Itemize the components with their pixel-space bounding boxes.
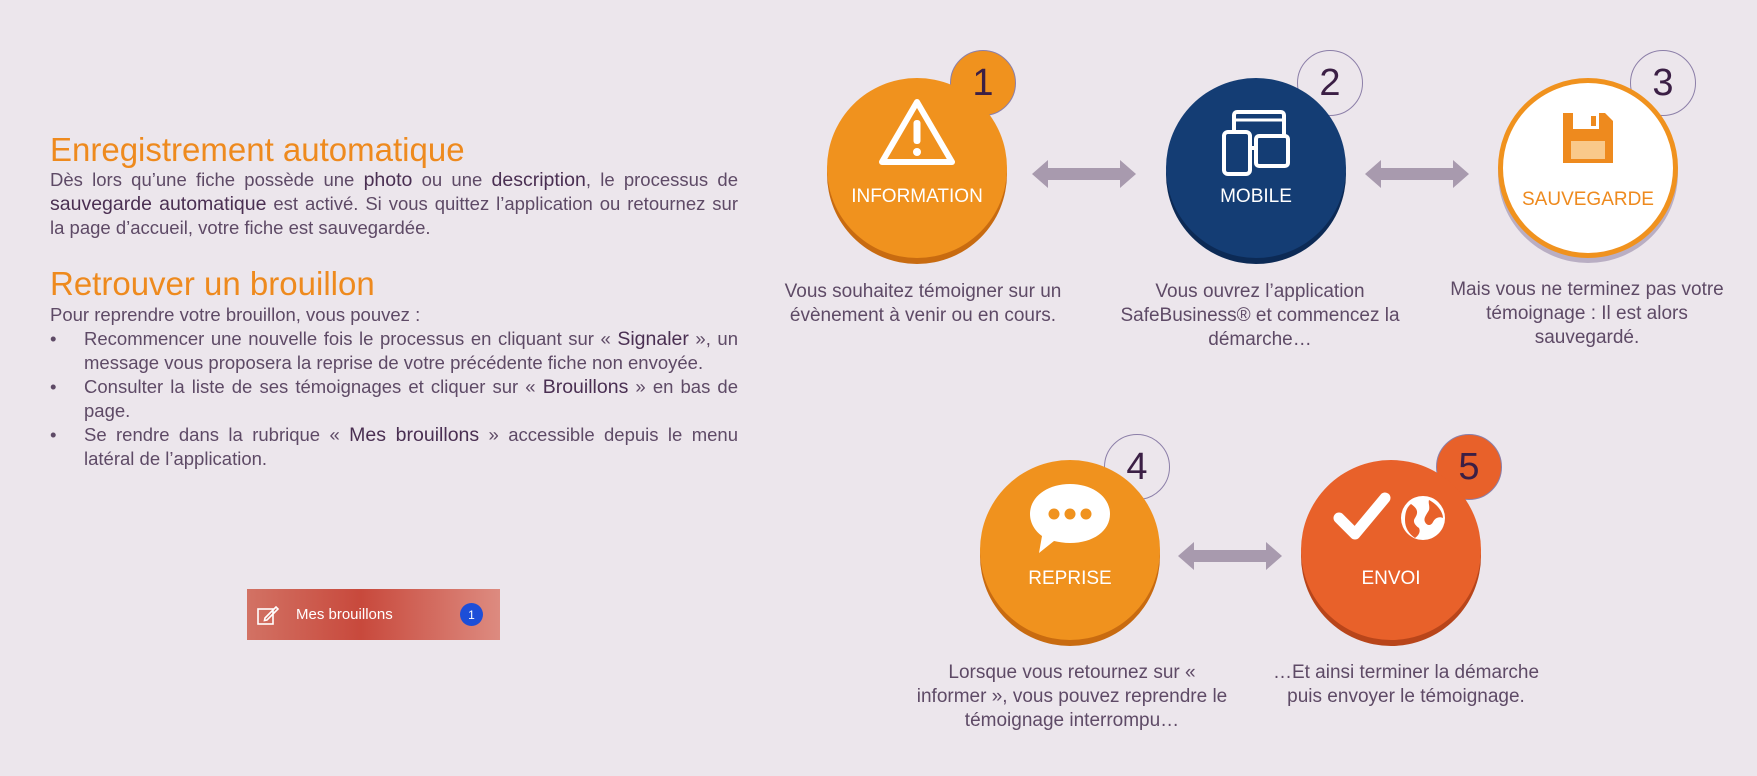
arrow-2-3 <box>1365 160 1469 188</box>
step-1-label: INFORMATION <box>851 186 983 207</box>
step-2-description: Vous ouvrez l’application SafeBusiness® … <box>1120 281 1400 350</box>
step-3-description: Mais vous ne terminez pas votre témoigna… <box>1450 279 1724 348</box>
step-5-description: …Et ainsi terminer la démarche puis envo… <box>1272 662 1540 707</box>
body-text: Consulter la liste de ses témoignages et… <box>84 375 543 397</box>
step-2-number: 2 <box>1297 50 1363 116</box>
body-text: » accessible depuis le menu latéral de l… <box>84 423 738 469</box>
body-text: » en bas de page. <box>84 375 738 421</box>
mes-brouillons-label: Mes brouillons <box>296 606 393 623</box>
emphasis-text: sauvegarde automatique <box>50 193 267 216</box>
step-2-label: MOBILE <box>1220 186 1292 207</box>
chat-bubble-icon <box>1030 484 1110 553</box>
step-4-label: REPRISE <box>1028 568 1112 589</box>
check-globe-icon <box>1333 492 1445 540</box>
emphasis-text: Mes brouillons <box>349 423 480 446</box>
step-3-label: SAUVEGARDE <box>1522 189 1654 210</box>
arrow-1-2 <box>1032 160 1136 188</box>
draft-option-item: Consulter la liste de ses témoignages et… <box>50 375 738 423</box>
emphasis-text: photo <box>363 169 413 192</box>
draft-count-badge: 1 <box>460 603 483 626</box>
step-2-circle: MOBILE <box>1166 78 1346 258</box>
floppy-disk-icon <box>1563 113 1613 163</box>
body-text: est activé. Si vous quittez l’applicatio… <box>50 193 738 239</box>
draft-option-item: Recommencer une nouvelle fois le process… <box>50 327 738 375</box>
step-4-description: Lorsque vous retournez sur « informer »,… <box>916 662 1228 731</box>
body-text: Recommencer une nouvelle fois le process… <box>84 327 618 349</box>
body-text: , le processus de <box>585 169 738 191</box>
step-3-circle: SAUVEGARDE <box>1498 78 1678 258</box>
step-1-circle: INFORMATION <box>827 78 1007 258</box>
draft-intro: Pour reprendre votre brouillon, vous pou… <box>50 303 421 325</box>
emphasis-text: Brouillons <box>542 375 629 398</box>
step-3-number: 3 <box>1630 50 1696 116</box>
step-5-circle: ENVOI <box>1301 460 1481 640</box>
body-text: Dès lors qu’une fiche possède une <box>50 169 364 191</box>
emphasis-text: Signaler <box>617 327 689 350</box>
draft-options-list: Recommencer une nouvelle fois le process… <box>50 327 738 471</box>
autosave-paragraph: Dès lors qu’une fiche possède une photo … <box>50 168 738 240</box>
arrow-4-5 <box>1178 542 1282 570</box>
section-title-autosave: Enregistrement automatique <box>50 131 465 168</box>
body-text: ou une <box>412 169 492 191</box>
step-4-circle: REPRISE <box>980 460 1160 640</box>
step-1-description: Vous souhaitez témoigner sur un évènemen… <box>784 281 1062 326</box>
step-5-label: ENVOI <box>1361 568 1421 589</box>
edit-icon <box>257 605 280 625</box>
emphasis-text: description <box>491 169 586 192</box>
mes-brouillons-menu-item[interactable]: Mes brouillons 1 <box>247 589 500 640</box>
body-text: Se rendre dans la rubrique « <box>84 423 350 445</box>
section-title-draft: Retrouver un brouillon <box>50 265 375 303</box>
body-text: », un message vous proposera la reprise … <box>84 327 738 373</box>
devices-icon <box>1222 110 1290 176</box>
draft-option-item: Se rendre dans la rubrique « Mes brouill… <box>50 423 738 471</box>
warning-icon <box>879 99 955 165</box>
text-panel: Enregistrement automatique Dès lors qu’u… <box>50 131 738 471</box>
